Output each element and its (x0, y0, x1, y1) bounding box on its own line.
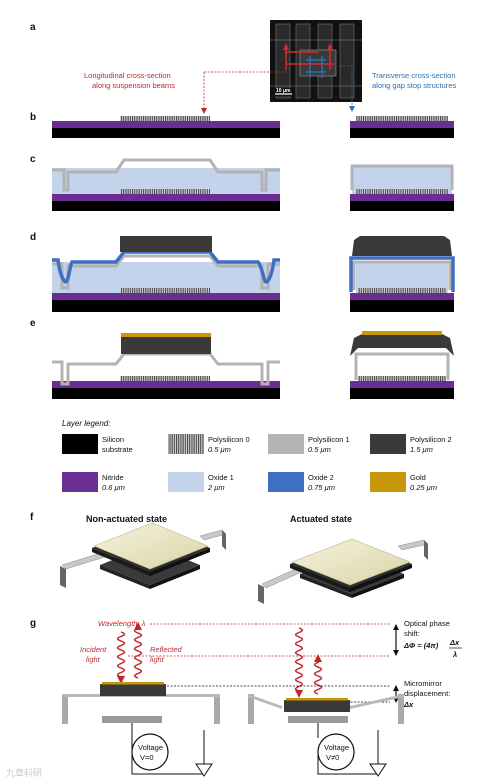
legend-detail: 0.6 μm (102, 483, 125, 492)
cross-section-b-right (350, 116, 454, 138)
cross-section-d-left (52, 236, 280, 312)
device-actuated (248, 694, 404, 777)
cross-section-e-left (52, 333, 280, 399)
voltage-label-right: Voltage (324, 743, 349, 752)
longitudinal-leader (203, 62, 287, 112)
legend-swatch (62, 472, 98, 492)
legend-name: Silicon (102, 435, 124, 444)
legend-detail: 0.75 μm (308, 483, 335, 492)
incident-label-1: Incident (80, 645, 107, 654)
legend-detail: 0.5 μm (208, 445, 231, 454)
panel-label-f: f (30, 512, 34, 523)
delta-x-label: Δx (403, 700, 414, 709)
mirror-non-actuated (60, 522, 227, 589)
sem-micrograph (270, 20, 362, 102)
phase-fraction-denominator: λ (452, 650, 457, 659)
legend-name: Polysilicon 1 (308, 435, 350, 444)
legend-swatch (268, 472, 304, 492)
legend-title: Layer legend: (62, 419, 110, 428)
non-actuated-title: Non-actuated state (86, 514, 167, 524)
incident-label-2: light (86, 655, 101, 664)
cross-section-b-left (52, 116, 280, 138)
legend-detail: 2 μm (207, 483, 225, 492)
optical-phase-label-1: Optical phase (404, 619, 450, 628)
panel-label-a: a (30, 22, 36, 33)
voltage-value-left: V=0 (140, 753, 154, 762)
phase-equation: ΔΦ = (4π) (403, 641, 439, 650)
transverse-leader (340, 65, 353, 110)
micromirror-label-2: displacement: (404, 689, 450, 698)
longitudinal-label-line1: Longitudinal cross-section (84, 71, 171, 80)
optical-phase-label-2: shift: (404, 629, 420, 638)
legend-detail: 1.5 μm (410, 445, 433, 454)
panel-label-c: c (30, 154, 36, 165)
transverse-label-line1: Transverse cross-section (372, 71, 456, 80)
panel-label-g: g (30, 618, 36, 629)
voltage-value-right: V≠0 (326, 753, 339, 762)
mirror-actuated (258, 538, 429, 604)
cross-section-d-right (349, 236, 455, 312)
light-waves-right (294, 627, 323, 698)
cross-section-e-right (350, 331, 454, 399)
panel-label-d: d (30, 232, 36, 243)
optical-phase-bracket (393, 624, 399, 656)
device-non-actuated (62, 682, 220, 777)
actuated-title: Actuated state (290, 514, 352, 524)
cross-section-c-left (52, 158, 280, 211)
panel-label-b: b (30, 112, 36, 123)
panel-label-e: e (30, 318, 36, 329)
legend-detail: 0.5 μm (308, 445, 331, 454)
legend-swatch (370, 472, 406, 492)
legend-name: Gold (410, 473, 426, 482)
longitudinal-arrowhead (201, 108, 207, 114)
transverse-label-line2: along gap stop structures (372, 81, 456, 90)
longitudinal-label-line2: along suspension beams (92, 81, 175, 90)
legend-name: Polysilicon 2 (410, 435, 452, 444)
watermark: 九章科研 (6, 767, 42, 779)
legend-detail: substrate (102, 445, 133, 454)
cross-section-c-right (350, 164, 454, 211)
reflected-label-2: light (150, 655, 165, 664)
transverse-arrowhead (349, 106, 355, 112)
reflected-label-1: Reflected (150, 645, 183, 654)
legend-detail: 0.25 μm (410, 483, 437, 492)
wavelength-label: Wavelength: λ (98, 619, 146, 628)
legend-swatch (268, 434, 304, 454)
legend-name: Oxide 2 (308, 473, 334, 482)
phase-fraction-numerator: Δx (449, 638, 460, 647)
legend-swatch (168, 434, 204, 454)
scale-bar-label: 10 μm (276, 88, 291, 94)
legend-swatch (168, 472, 204, 492)
voltage-label-left: Voltage (138, 743, 163, 752)
legend-swatch (62, 434, 98, 454)
legend-name: Polysilicon 0 (208, 435, 250, 444)
micromirror-label-1: Micromirror (404, 679, 442, 688)
legend-name: Oxide 1 (208, 473, 234, 482)
legend-name: Nitride (102, 473, 124, 482)
light-waves-left (116, 622, 143, 684)
legend-swatch (370, 434, 406, 454)
